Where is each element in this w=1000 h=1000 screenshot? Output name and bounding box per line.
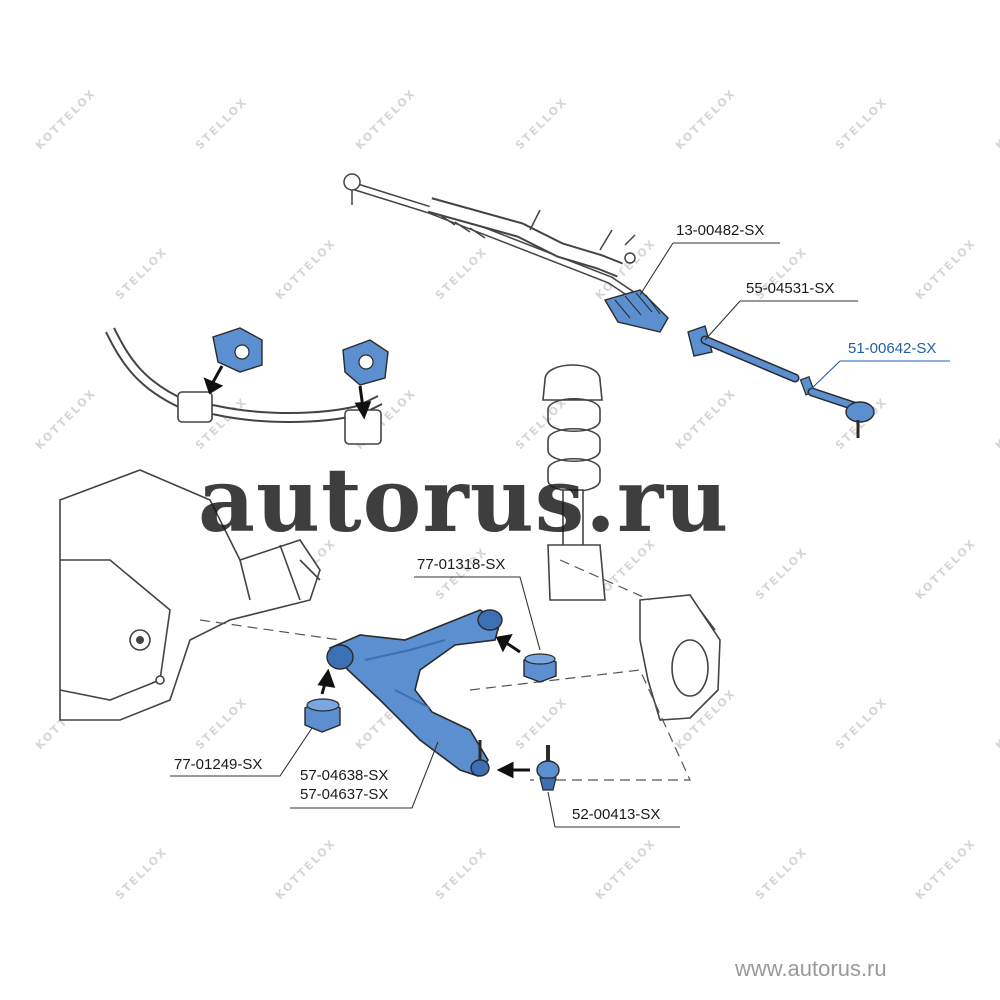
watermark-tile: STELLOX [833, 695, 890, 752]
watermark-tile: STELLOX [753, 845, 810, 902]
callout-label-steering-gear: 13-00482-SX [676, 222, 765, 239]
watermark-tile: KOTTELOX [993, 86, 1000, 152]
watermark-tile: KOTTELOX [33, 86, 99, 152]
watermark-tile: STELLOX [193, 95, 250, 152]
watermark-tile: KOTTELOX [273, 836, 339, 902]
steering-rack [343, 173, 643, 304]
callout-label-control-arm-left: 57-04637-SX [300, 786, 389, 803]
watermark-tile: KOTTELOX [673, 86, 739, 152]
watermark-tile: KOTTELOX [673, 386, 739, 452]
watermark-tile: KOTTELOX [913, 536, 979, 602]
stabilizer-bushings [212, 327, 389, 386]
watermark-tile: STELLOX [433, 845, 490, 902]
watermark-tile: KOTTELOX [993, 686, 1000, 752]
watermark-tile: STELLOX [753, 545, 810, 602]
strut-assembly [542, 364, 606, 601]
outer-tie-rod-end [799, 376, 875, 438]
watermark-tile: STELLOX [433, 245, 490, 302]
watermark-tile: KOTTELOX [273, 236, 339, 302]
watermark-tile: STELLOX [513, 95, 570, 152]
callout-label-tie-rod-end: 51-00642-SX [848, 340, 937, 357]
front-bushing [304, 698, 341, 733]
ball-joint [536, 745, 560, 791]
assembly-arrows [203, 365, 530, 779]
assembly-guides [199, 559, 691, 781]
watermark-tile: STELLOX [513, 395, 570, 452]
watermark-tile: STELLOX [193, 695, 250, 752]
rear-bushing [523, 653, 557, 683]
watermark-tile: KOTTELOX [593, 836, 659, 902]
watermark-tile: KOTTELOX [33, 386, 99, 452]
steering-knuckle [639, 594, 721, 721]
watermark-tile: KOTTELOX [913, 236, 979, 302]
watermark-tile: KOTTELOX [353, 86, 419, 152]
callout-label-control-arm-right: 57-04638-SX [300, 767, 389, 784]
watermark-brand: autorus.ru [198, 448, 730, 552]
rack-boot [603, 289, 669, 333]
watermark-url: www.autorus.ru [735, 956, 887, 981]
callout-leaders [170, 242, 950, 828]
callout-label-inner-tie-rod: 55-04531-SX [746, 280, 835, 297]
watermark-tile: STELLOX [113, 845, 170, 902]
subframe [59, 469, 321, 721]
watermark-tile: STELLOX [113, 245, 170, 302]
callout-label-front-bushing: 77-01249-SX [174, 756, 263, 773]
callout-label-ball-joint: 52-00413-SX [572, 806, 661, 823]
stabilizer-bar [105, 327, 383, 445]
callout-label-rear-bushing: 77-01318-SX [417, 556, 506, 573]
watermark-tile: STELLOX [513, 695, 570, 752]
inner-tie-rod [687, 325, 800, 383]
lower-control-arm [326, 609, 503, 777]
watermark-tile: KOTTELOX [993, 386, 1000, 452]
watermark-tile: STELLOX [833, 95, 890, 152]
watermark-tile: KOTTELOX [913, 836, 979, 902]
